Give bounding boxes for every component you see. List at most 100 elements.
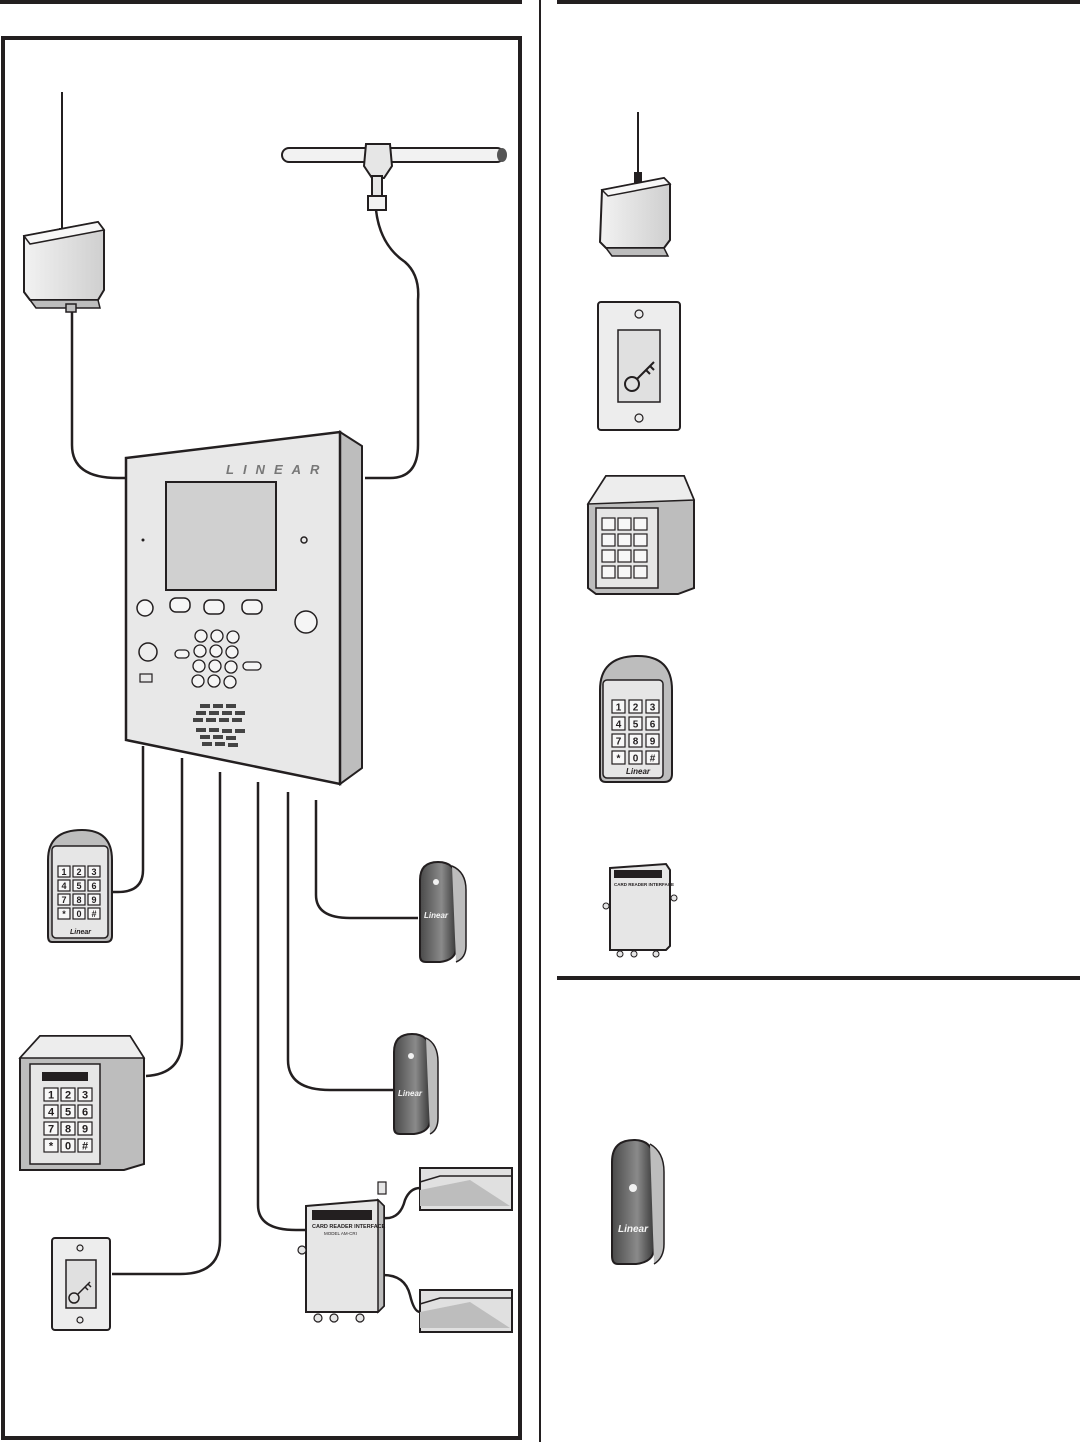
keypad-key [617, 549, 632, 563]
keypad-key-label: * [617, 753, 621, 764]
left-top-rule [0, 0, 522, 4]
panel-screen [165, 481, 277, 591]
keypad-key-label: * [49, 1140, 54, 1152]
wire-reader-1 [314, 800, 418, 920]
keypad-key [60, 1138, 76, 1153]
keypad-key [60, 1087, 76, 1102]
wire-keyswitch [112, 772, 222, 1276]
keypad-key-label: 2 [76, 867, 81, 877]
interface-caption-right: CARD READER INTERFACE [614, 882, 674, 887]
keypad-key-label: 7 [61, 895, 66, 905]
keypad-key [72, 865, 86, 878]
keypad-key [57, 893, 71, 906]
keypad-small-brand: Linear [70, 929, 92, 936]
swipe-reader-2 [419, 1289, 513, 1333]
keyswitch-right [597, 301, 681, 431]
reader-2-brand: Linear [398, 1089, 423, 1098]
keypad-key [43, 1121, 59, 1136]
panel-brand: LINEAR [226, 462, 328, 477]
reader-1-brand: Linear [424, 911, 449, 920]
keypad-key [57, 907, 71, 920]
keypad-key [645, 699, 660, 714]
keypad-large-right [586, 475, 696, 595]
keypad-key [60, 1104, 76, 1119]
speaker-grille [138, 642, 158, 662]
keypad-key-label: 5 [633, 719, 639, 730]
keypad-key-label: 4 [61, 881, 66, 891]
keypad-key-label: 6 [82, 1106, 88, 1118]
column-divider [539, 0, 541, 1442]
right-top-rule [557, 0, 1080, 4]
keypad-key-label: 1 [48, 1089, 54, 1101]
keypad-key-label: 6 [650, 719, 656, 730]
keypad-key-label: 0 [633, 753, 639, 764]
keypad-key-label: 9 [91, 895, 96, 905]
keypad-key-label: 0 [76, 909, 81, 919]
keypad-key-label: * [62, 909, 66, 919]
keypad-key-label: 4 [616, 719, 622, 730]
keypad-key-label: 8 [76, 895, 81, 905]
keypad-key [43, 1138, 59, 1153]
keypad-key [72, 907, 86, 920]
keypad-key-label: 1 [61, 867, 66, 877]
keypad-key [87, 865, 101, 878]
prox-reader-right: Linear [611, 1138, 665, 1265]
keypad-key [60, 1121, 76, 1136]
keypad-key-label: 8 [633, 736, 639, 747]
card-reader-interface-right: CARD READER INTERFACE [602, 862, 678, 958]
diagram-frame [1, 36, 522, 1440]
keypad-key [43, 1087, 59, 1102]
radio-receiver-left [22, 92, 106, 313]
wiring [70, 209, 421, 1314]
info-icon [136, 599, 154, 617]
keypad-key [87, 879, 101, 892]
card-reader-interface-left: CARD READER INTERFACE MODEL AM-CRI [297, 1181, 387, 1323]
interface-caption-left: CARD READER INTERFACE [312, 1224, 386, 1230]
keypad-key-label: 3 [650, 702, 656, 713]
keypad-key [72, 879, 86, 892]
keypad-key-label: # [82, 1140, 88, 1152]
dipole-antenna [281, 143, 507, 211]
keypad-key [601, 549, 616, 563]
reader-right-brand: Linear [618, 1224, 649, 1235]
interface-model-left: MODEL AM-CRI [324, 1231, 357, 1236]
keypad-key [57, 879, 71, 892]
keypad-key-label: # [91, 909, 96, 919]
keypad-key [628, 750, 643, 765]
wire-antenna [365, 209, 420, 480]
keypad-key-label: 7 [616, 736, 622, 747]
keypad-key-label: 9 [650, 736, 656, 747]
keypad-key [57, 865, 71, 878]
help-icon [294, 610, 318, 634]
keypad-key [77, 1104, 93, 1119]
keypad-key [77, 1138, 93, 1153]
keypad-key [611, 750, 626, 765]
prox-reader-1: Linear [419, 860, 467, 963]
right-section-rule [557, 976, 1080, 980]
radio-receiver-right [598, 112, 672, 257]
wire-card-1 [382, 1186, 421, 1220]
keypad-key [645, 733, 660, 748]
keypad-key-label: 8 [65, 1123, 71, 1135]
keypad-key [628, 716, 643, 731]
keypad-key-label: 7 [48, 1123, 54, 1135]
keypad-key-label: 2 [65, 1089, 71, 1101]
keypad-key-label: 5 [76, 881, 81, 891]
panel-directory [193, 704, 245, 747]
telephone-entry-panel: LINEAR [124, 430, 363, 786]
key-icon-right [624, 361, 655, 392]
keypad-key [77, 1121, 93, 1136]
swipe-reader-1 [419, 1167, 513, 1211]
keypad-key [611, 716, 626, 731]
keypad-key [601, 565, 616, 579]
key-icon [68, 1281, 92, 1304]
wire-keypad-small [110, 746, 145, 894]
keypad-key [617, 533, 632, 547]
keypad-key [72, 893, 86, 906]
keypad-key-label: # [650, 753, 656, 764]
keypad-key [633, 517, 648, 531]
panel-keypad [174, 629, 262, 689]
keypad-key [601, 533, 616, 547]
wire-card-2 [382, 1273, 421, 1314]
